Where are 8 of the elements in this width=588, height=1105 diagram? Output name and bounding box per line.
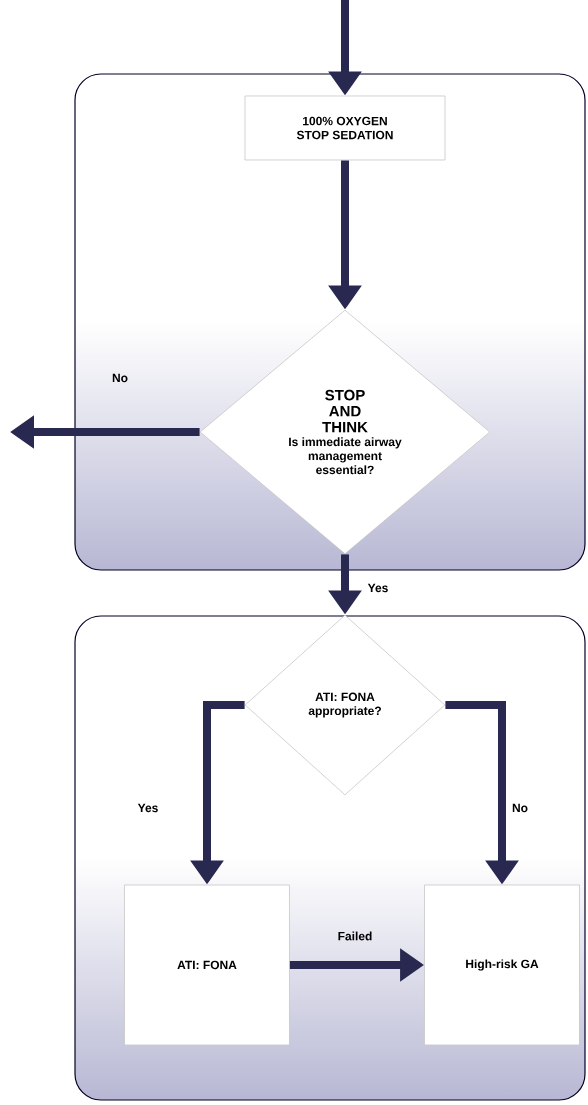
edge-label: No [512,803,528,813]
edge-label: Failed [338,931,372,941]
edge-label: No [112,373,128,383]
process-box: ATI: FONA [124,884,290,1046]
edge-label: Yes [367,583,388,593]
edge-label: Yes [137,803,158,813]
process-box: 100% OXYGEN STOP SEDATION [244,95,446,161]
process-box: High-risk GA [424,884,580,1046]
